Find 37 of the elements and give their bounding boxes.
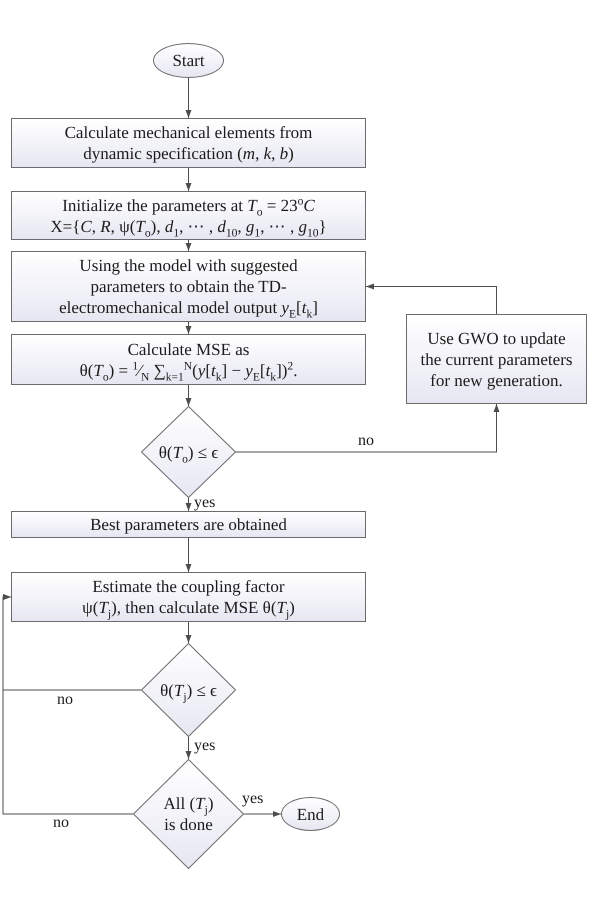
step-text: Best parameters are obtained: [90, 514, 287, 535]
condition-text: θ(T$_{o}$) ≤ ϵ: [158, 442, 218, 462]
flow-arrow: [186, 240, 192, 252]
step-text: Using the model with suggested parameters to obtain the TD-electromechanical model output y$_{E}$[t$_{k}$]: [58, 255, 319, 318]
condition-text: All (T$_{j}$) is done: [162, 793, 214, 835]
flow-arrow: [186, 736, 192, 760]
step-text: Calculate mechanical elements from dynamic specification (m, k, b): [64, 122, 314, 164]
decision-diamond: [141, 643, 236, 737]
decision-diamond: [133, 759, 244, 869]
flow-arrow: [186, 538, 192, 572]
step-text: θ(T$_{o}$) = $^{1}$⁄$_{N}$ ∑$_{k=1}$$^{N}$(y[t$_{k}$] − y$_{E}$[t$_{k}$])$^{2}$.: [80, 360, 298, 380]
step-text: Use GWO to update the current parameters for new generation.: [420, 328, 574, 390]
flow-arrow: [186, 78, 192, 118]
process-box: [406, 314, 587, 404]
flow-arrow: [236, 404, 500, 452]
condition-text: θ(T$_{j}$) ≤ ϵ: [160, 680, 217, 700]
process-box: [11, 118, 366, 168]
flow-arrow: [244, 811, 282, 817]
process-box: [11, 511, 366, 538]
process-box: [11, 251, 366, 322]
terminal-text: Start: [172, 50, 205, 71]
flow-arrow: [366, 284, 497, 314]
flow-arrow: [186, 322, 192, 334]
step-text: Estimate the coupling factor ψ(T$_{j}$), then calculate MSE θ(T$_{j}$): [81, 576, 296, 618]
step-text: Calculate MSE as: [128, 338, 250, 360]
flow-arrow: [186, 622, 192, 644]
decision-diamond: [141, 406, 236, 498]
process-box: [11, 334, 366, 385]
flow-arrow: [2, 594, 134, 814]
step-text: Initialize the parameters at T$_{o}$ = 23$^{o}$C: [62, 194, 315, 216]
process-box: [11, 572, 366, 622]
terminal-text: End: [296, 804, 324, 824]
flow-arrow: [186, 498, 192, 512]
step-text: X={C, R, ψ(T$_{o}$), d$_{1}$, ⋯ , d$_{10}$, g$_{1}$, ⋯ , g$_{10}$}: [50, 216, 327, 236]
flow-arrow: [186, 384, 192, 406]
process-box: [11, 191, 366, 240]
flow-arrow: [186, 168, 192, 192]
